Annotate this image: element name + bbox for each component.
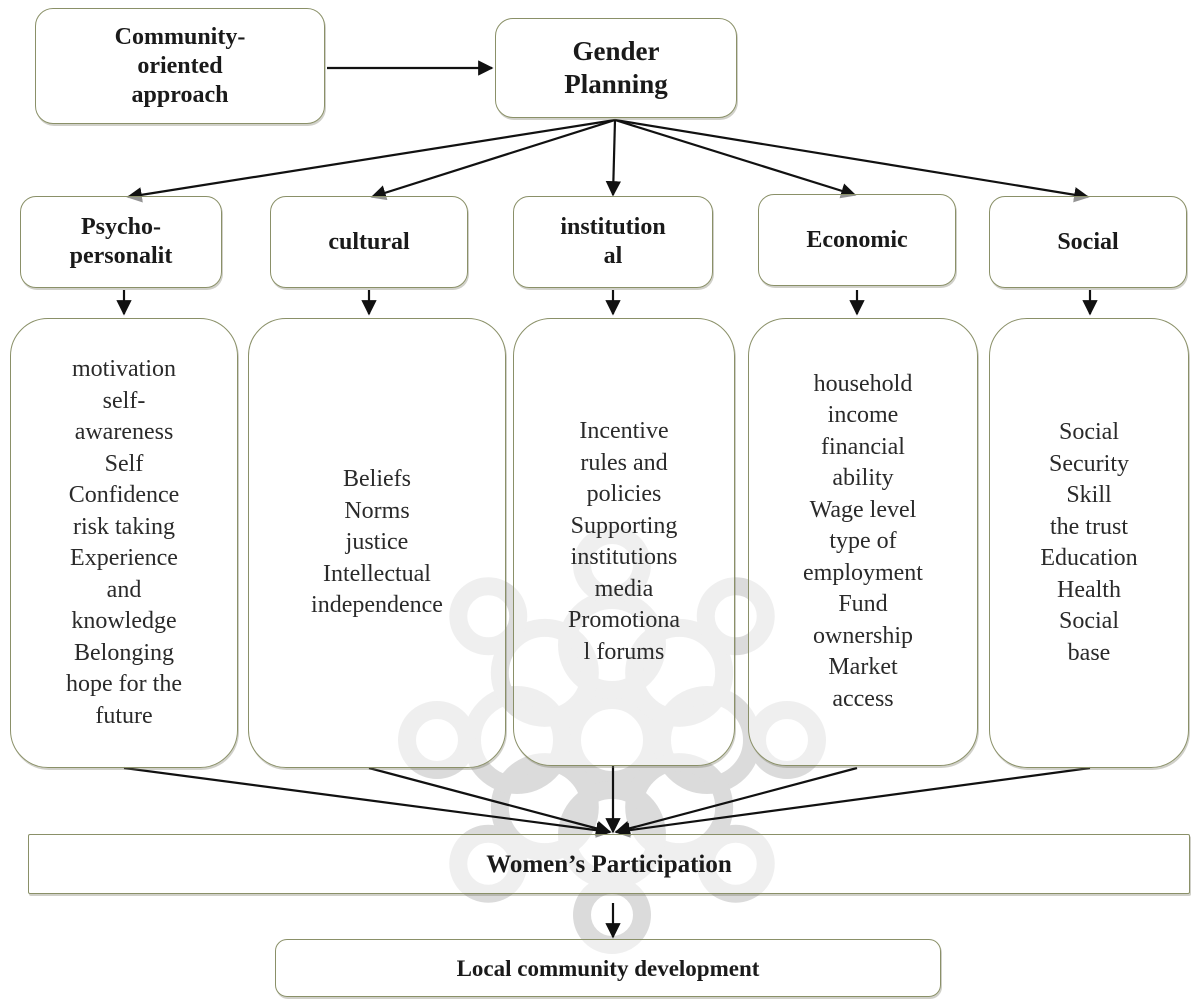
dimension-items-economic: household income financial ability Wage …: [748, 318, 978, 766]
dimension-title: Psycho- personalit: [69, 214, 173, 269]
dimension-item: institutions: [570, 544, 678, 570]
dimension-item: ownership: [813, 622, 913, 649]
dimension-item: Incentive: [579, 418, 669, 444]
arrow-planning-to-institutional: [605, 119, 622, 197]
dimension-item: Supporting: [570, 512, 678, 539]
dimension-items-psycho: motivation self- awareness Self Confiden…: [10, 318, 238, 768]
dimension-item: Market: [828, 654, 898, 681]
dimension-item: Social: [1059, 608, 1119, 634]
community-approach-box: Community- oriented approach: [35, 8, 325, 124]
dimension-item: Wage level: [809, 496, 917, 523]
dimension-item: risk taking: [73, 513, 175, 540]
dimension-header-institutional: institution al: [513, 196, 713, 288]
dimension-item: Self: [104, 450, 144, 477]
dimension-item: awareness: [74, 419, 174, 445]
gender-planning-box: Gender Planning: [495, 18, 737, 118]
dimension-title: cultural: [328, 228, 410, 255]
womens-participation-box: Women’s Participation: [28, 834, 1190, 894]
dimension-title: institution al: [560, 214, 666, 269]
community-approach-label: Community- oriented approach: [114, 23, 246, 108]
dimension-item: media: [594, 575, 654, 602]
dimension-items-cultural: Beliefs Norms justice Intellectual indep…: [248, 318, 506, 768]
dimension-item: and: [106, 576, 142, 603]
arrow-planning-to-social: [614, 118, 1090, 203]
dimension-item: financial: [821, 433, 905, 460]
dimension-item: hope for the: [66, 671, 182, 697]
local-development-label: Local community development: [456, 955, 760, 981]
dimension-title: Economic: [806, 226, 908, 253]
dimension-item: independence: [311, 592, 443, 619]
dimension-item: the trust: [1050, 513, 1128, 540]
dimension-item: Experience: [70, 545, 178, 571]
dimension-header-cultural: cultural: [270, 196, 468, 288]
arrow-planning-to-psycho: [126, 118, 616, 203]
dimension-item: Fund: [838, 591, 888, 618]
dimension-items-institutional: Incentive rules and policies Supporting …: [513, 318, 735, 766]
dimension-item: Health: [1057, 576, 1121, 603]
local-development-box: Local community development: [275, 939, 941, 997]
dimension-item: Social: [1059, 419, 1119, 445]
dimension-header-psycho: Psycho- personalit: [20, 196, 222, 288]
dimension-item: ability: [832, 465, 894, 492]
dimension-item: Belonging: [74, 639, 174, 666]
dimension-item: employment: [803, 559, 923, 586]
arrow-psycho-to-participation: [123, 766, 612, 838]
arrow-economic-to-participation: [614, 766, 858, 836]
arrow-planning-to-cultural: [370, 118, 616, 201]
arrow-planning-to-economic: [614, 118, 857, 199]
dimension-item: Skill: [1066, 482, 1112, 508]
dimension-item: justice: [345, 529, 409, 556]
arrow-cultural-to-participation: [368, 766, 612, 836]
gender-planning-label: Gender Planning: [564, 36, 668, 99]
dimension-item: Intellectual: [323, 560, 431, 587]
dimension-item: self-: [102, 387, 146, 414]
dimension-title: Social: [1057, 228, 1119, 255]
dimension-item: type of: [829, 528, 897, 555]
dimension-item: Confidence: [68, 482, 180, 508]
dimension-item: base: [1067, 639, 1111, 666]
dimension-item: Beliefs: [343, 466, 411, 493]
dimension-item: Security: [1049, 450, 1129, 477]
dimension-item: motivation: [72, 356, 176, 382]
dimension-item: Norms: [344, 497, 410, 524]
dimension-item: future: [95, 702, 153, 729]
dimension-items-social: Social Security Skill the trust Educatio…: [989, 318, 1189, 768]
dimension-item: Promotiona: [568, 607, 680, 633]
womens-participation-label: Women’s Participation: [486, 850, 732, 878]
dimension-item: income: [827, 402, 899, 429]
dimension-item: Education: [1040, 545, 1138, 571]
dimension-item: household: [813, 370, 913, 397]
dimension-item: knowledge: [71, 608, 177, 634]
arrow-social-to-participation: [614, 766, 1091, 838]
dimension-item: rules and: [580, 449, 668, 476]
dimension-header-social: Social: [989, 196, 1187, 288]
dimension-header-economic: Economic: [758, 194, 956, 286]
dimension-item: access: [832, 685, 894, 712]
dimension-item: l forums: [583, 638, 665, 665]
dimension-item: policies: [586, 481, 662, 507]
